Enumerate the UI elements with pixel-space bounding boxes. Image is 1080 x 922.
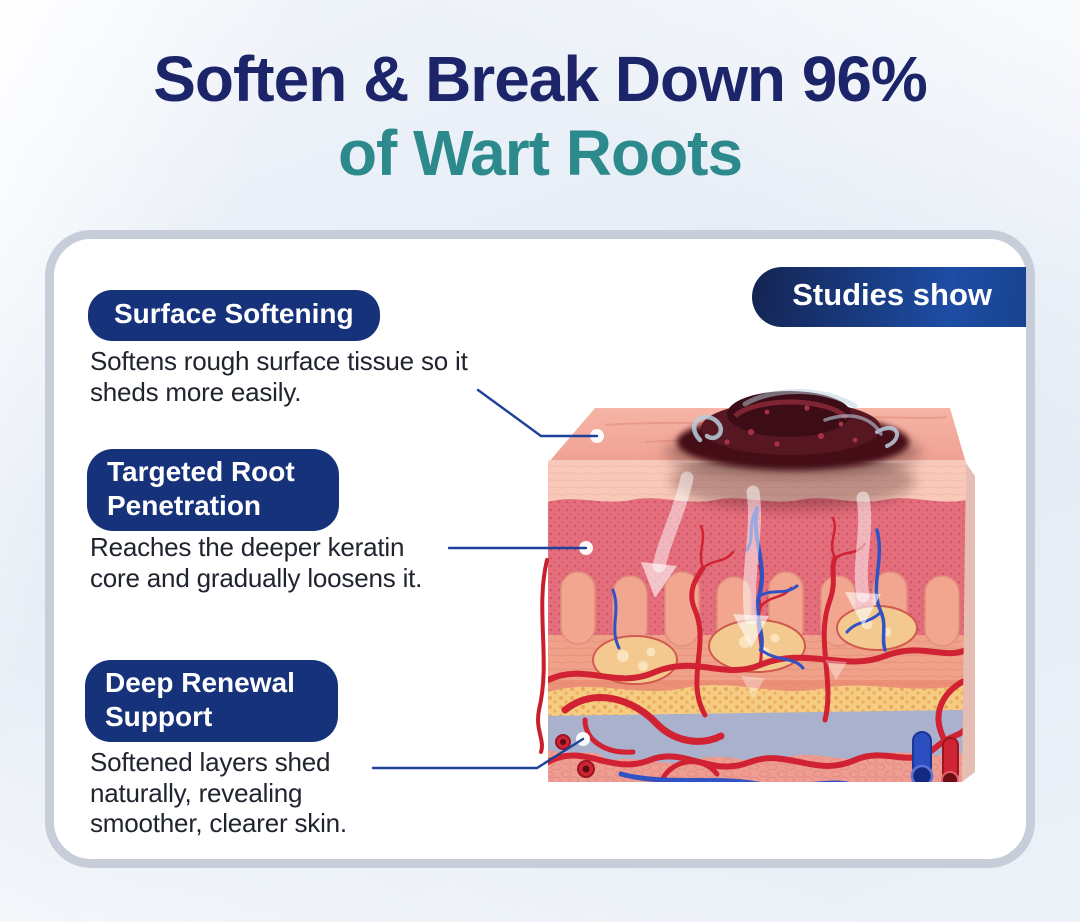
badge-targeted-root-penetration-label: Targeted Root Penetration	[107, 456, 295, 521]
badge-surface-softening: Surface Softening	[88, 290, 380, 341]
description-surface-softening: Softens rough surface tissue so it sheds…	[90, 346, 468, 407]
wart-swirls	[691, 388, 899, 448]
studies-show-label: Studies show	[792, 277, 992, 312]
page-title-line2: of Wart Roots	[337, 117, 743, 189]
skin-layers	[548, 463, 966, 782]
badge-deep-renewal-support-label: Deep Renewal Support	[105, 667, 295, 732]
absorption-arrows	[641, 471, 881, 698]
badge-targeted-root-penetration: Targeted Root Penetration	[87, 449, 339, 532]
wart-speckles	[724, 405, 858, 447]
outer-vessel	[536, 558, 549, 754]
keratin-nodules	[592, 605, 918, 685]
down-arrow-icon	[733, 485, 769, 648]
badge-deep-renewal-support: Deep Renewal Support	[85, 660, 338, 743]
wart-graphic	[665, 388, 921, 476]
down-arrow-icon	[641, 471, 694, 598]
skin-cross-section-illustration	[536, 388, 975, 782]
skin-right-face	[962, 463, 975, 782]
studies-show-badge: Studies show	[752, 267, 1026, 327]
down-arrow-icon	[845, 491, 881, 626]
description-deep-renewal-support: Softened layers shed naturally, revealin…	[90, 747, 347, 838]
badge-surface-softening-label: Surface Softening	[114, 298, 354, 329]
page-title: Soften & Break Down 96% of Wart Roots	[0, 42, 1080, 190]
page-title-line1: Soften & Break Down 96%	[153, 43, 928, 115]
description-targeted-root-penetration: Reaches the deeper keratin core and grad…	[90, 532, 423, 593]
